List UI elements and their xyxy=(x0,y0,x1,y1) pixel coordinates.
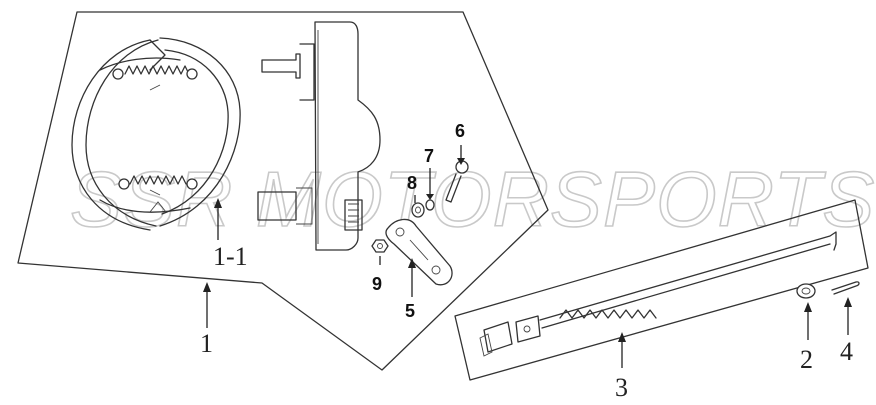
callout-8: 8 xyxy=(407,173,417,193)
upper-spring xyxy=(124,65,190,75)
callout-4: 4 xyxy=(840,337,853,366)
part-7-washer xyxy=(425,199,435,211)
brake-panel xyxy=(257,21,381,251)
part-8-washer xyxy=(411,202,425,218)
brake-shoes xyxy=(71,37,241,231)
leader-arrows xyxy=(203,145,852,368)
callout-3: 3 xyxy=(615,373,628,402)
callout-7: 7 xyxy=(424,146,434,166)
lower-spring xyxy=(129,175,187,185)
part-9-nut xyxy=(371,239,389,253)
rod-spring xyxy=(559,309,657,319)
part-2-adjuster-nut xyxy=(796,283,816,299)
brake-assembly-outline xyxy=(17,11,549,371)
callout-1: 1 xyxy=(200,329,213,358)
brake-rod-outline xyxy=(454,199,869,381)
part-3-brake-rod xyxy=(479,231,837,357)
callout-9: 9 xyxy=(372,274,382,294)
callout-1-1: 1-1 xyxy=(213,242,248,271)
callout-2: 2 xyxy=(800,345,813,374)
part-5-brake-arm xyxy=(385,218,453,286)
callout-6: 6 xyxy=(455,121,465,141)
callout-5: 5 xyxy=(405,301,415,321)
watermark-text: SSR MOTORSPORTS xyxy=(70,155,875,243)
part-4-cotter-pin xyxy=(831,281,860,295)
